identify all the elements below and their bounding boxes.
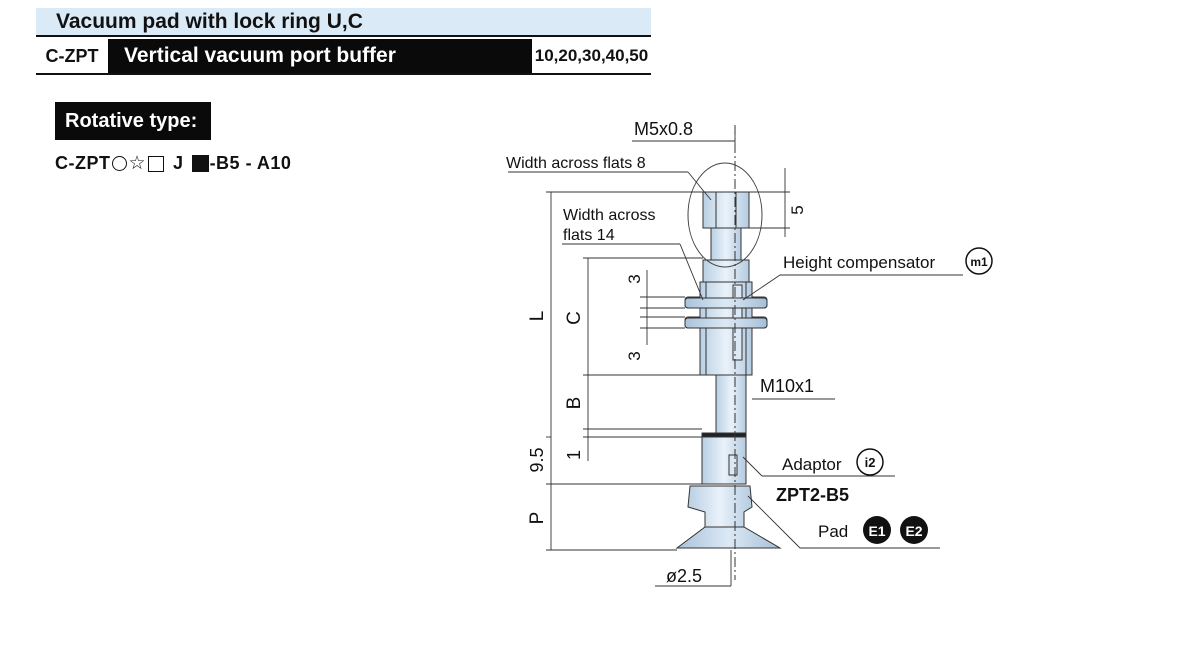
top-fitting: [702, 191, 750, 229]
dim-three-bottom: 3: [625, 351, 644, 360]
pad-neck: [687, 485, 753, 528]
label-pad-badge1: E1: [868, 523, 885, 539]
label-height-comp-badge: m1: [970, 255, 988, 269]
dim-C: C: [564, 311, 585, 325]
e2-badge-icon: [900, 516, 928, 544]
pad-cup: [675, 526, 782, 549]
neck: [710, 227, 742, 261]
circle-placeholder-icon: [111, 156, 127, 171]
label-adaptor-badge: i2: [865, 455, 876, 470]
label-height-comp: Height compensator: [783, 253, 935, 272]
adaptor-part: [701, 436, 747, 485]
square-placeholder-icon: [148, 155, 165, 172]
model-mid: J: [173, 153, 184, 173]
label-waf14-line1: Width across: [563, 207, 655, 224]
body-upper: [702, 259, 750, 283]
dim-P: P: [527, 512, 548, 525]
label-diameter: ø2.5: [666, 566, 702, 586]
dim-three-top: 3: [625, 274, 644, 283]
dim-B: B: [564, 397, 585, 410]
rotative-label: Rotative type:: [55, 102, 212, 140]
series-title: Vacuum pad with lock ring U,C: [56, 10, 363, 33]
label-thread-top: M5x0.8: [634, 119, 693, 139]
part-body: [675, 191, 782, 549]
dim-top-height: 5: [788, 205, 807, 214]
type-title: Vertical vacuum port buffer: [108, 39, 532, 73]
label-waf8: Width across flats 8: [506, 155, 646, 172]
series-header: Vacuum pad with lock ring U,C: [36, 8, 651, 37]
m1-badge-icon: [965, 247, 993, 275]
dim-L: L: [527, 311, 548, 322]
type-header: C-ZPT Vertical vacuum port buffer 10,20,…: [36, 39, 651, 75]
dimension-lines: [508, 125, 963, 587]
label-pad-badge2: E2: [905, 523, 922, 539]
star-placeholder-icon: ☆: [128, 153, 147, 174]
i2-badge-icon: [856, 448, 884, 476]
dim-nine-five: 9.5: [527, 447, 547, 472]
label-adaptor: Adaptor: [782, 455, 842, 474]
label-thread-mid: M10x1: [760, 376, 814, 396]
label-adaptor-model: ZPT2-B5: [776, 485, 849, 505]
size-list: 10,20,30,40,50: [534, 46, 649, 65]
lock-ring: [701, 432, 747, 438]
label-pad: Pad: [818, 522, 848, 541]
e1-badge-icon: [863, 516, 891, 544]
model-suffix: -B5 - A10: [209, 153, 292, 173]
model-number: C-ZPT ☆ J -B5 - A10: [55, 153, 291, 174]
model-prefix: C-ZPT: [55, 153, 111, 173]
dim-one: 1: [564, 450, 584, 460]
label-waf14-line2: flats 14: [563, 227, 615, 244]
model-code: C-ZPT: [36, 39, 108, 73]
shaft: [715, 374, 747, 434]
detail-ellipse: [687, 162, 763, 268]
filled-square-placeholder-icon: [191, 155, 209, 172]
